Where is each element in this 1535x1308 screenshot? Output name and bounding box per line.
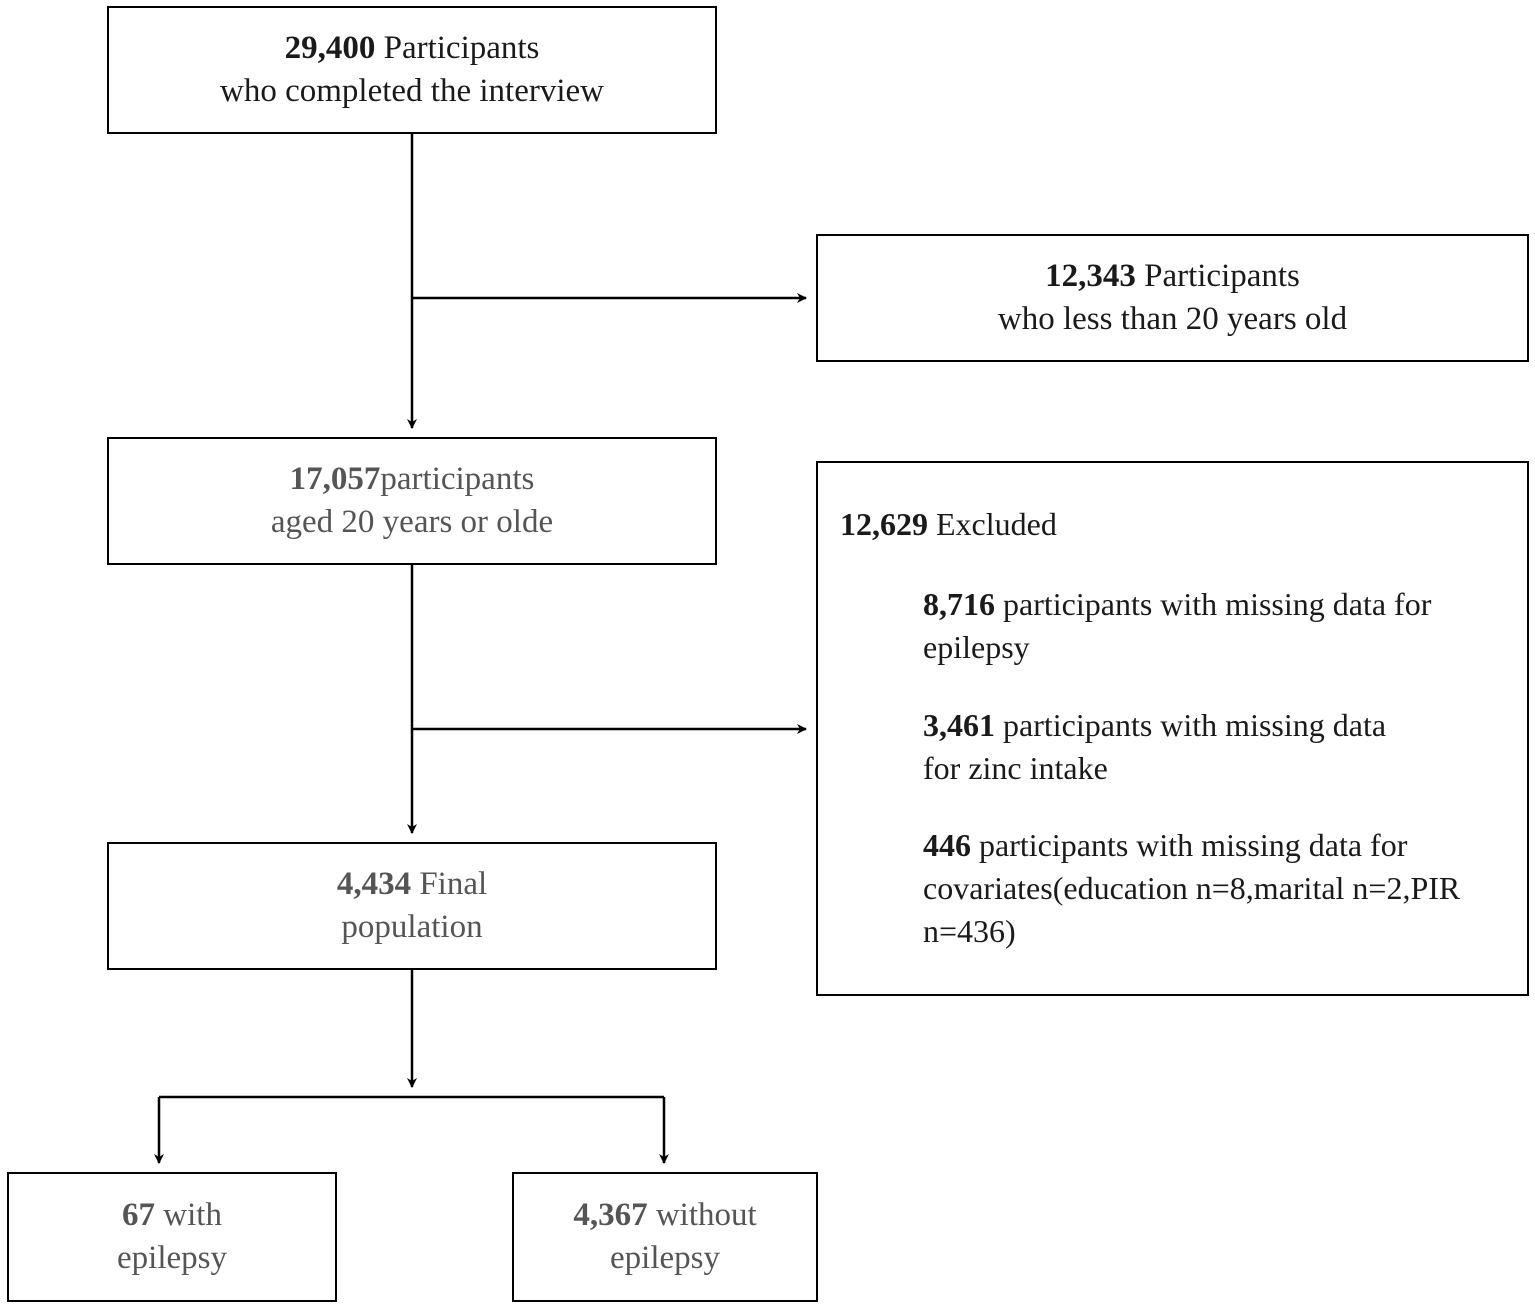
excluded-box: 12,629 Excluded 8,716 participants with … <box>816 461 1529 996</box>
completed-interview-box: 29,400 Participants who completed the in… <box>107 6 717 134</box>
completed-count: 29,400 <box>284 30 376 66</box>
final-count: 4,434 <box>336 866 412 902</box>
under20-sub: who less than 20 years old <box>997 301 1348 337</box>
without-count: 4,367 <box>573 1197 648 1233</box>
excluded-item-text: covariates(education n=8,marital n=2,PIR <box>923 870 1461 906</box>
with-sub: epilepsy <box>117 1240 227 1276</box>
excluded-item-text: participants with missing data <box>995 707 1387 743</box>
adults-box: 17,057participants aged 20 years or olde <box>107 437 717 565</box>
adults-label: participants <box>380 461 535 497</box>
excluded-count: 12,629 <box>840 506 928 542</box>
final-sub: population <box>341 909 483 945</box>
excluded-item-count: 8,716 <box>923 586 995 622</box>
completed-label: Participants <box>375 30 540 66</box>
excluded-item-count: 3,461 <box>923 707 995 743</box>
without-epilepsy-box: 4,367 without epilepsy <box>512 1172 818 1302</box>
excluded-item-text: for zinc intake <box>923 750 1108 786</box>
excluded-item-text: participants with missing data for <box>995 586 1432 622</box>
final-label: Final <box>411 866 488 902</box>
adults-count: 17,057 <box>289 461 381 497</box>
adults-sub: aged 20 years or olde <box>270 504 554 540</box>
without-label: without <box>647 1197 757 1233</box>
final-population-box: 4,434 Final population <box>107 842 717 970</box>
excluded-item-text: n=436) <box>923 913 1016 949</box>
with-epilepsy-box: 67 with epilepsy <box>7 1172 337 1302</box>
without-sub: epilepsy <box>610 1240 720 1276</box>
excluded-item-zinc: 3,461 participants with missing data for… <box>923 704 1386 790</box>
excluded-label: Excluded <box>928 506 1057 542</box>
completed-sub: who completed the interview <box>220 73 604 109</box>
under20-label: Participants <box>1135 258 1300 294</box>
under-20-box: 12,343 Participants who less than 20 yea… <box>816 234 1529 362</box>
under20-count: 12,343 <box>1045 258 1136 294</box>
excluded-item-text: epilepsy <box>923 629 1030 665</box>
excluded-title: 12,629 Excluded <box>840 503 1057 546</box>
with-label: with <box>155 1197 222 1233</box>
excluded-item-count: 446 <box>923 827 971 863</box>
excluded-item-text: participants with missing data for <box>971 827 1408 863</box>
excluded-item-covariates: 446 participants with missing data for c… <box>923 824 1460 953</box>
with-count: 67 <box>122 1197 156 1233</box>
excluded-item-epilepsy: 8,716 participants with missing data for… <box>923 583 1431 669</box>
